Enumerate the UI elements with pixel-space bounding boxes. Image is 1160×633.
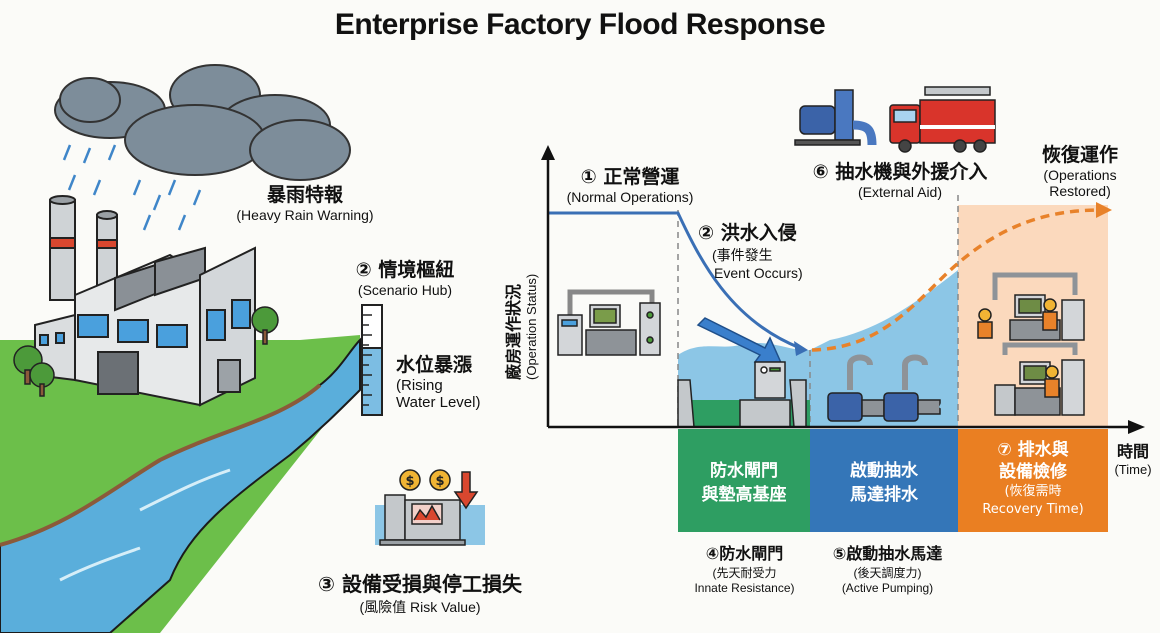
stage-5-en: (Active Pumping) <box>841 581 934 595</box>
stage-4-en: Innate Resistance) <box>694 581 795 595</box>
phase-0-line2: 與墊高基座 <box>701 485 787 505</box>
recovery-arrowhead <box>1096 202 1112 218</box>
risk-value-label: ③ 設備受損與停工損失 (風險值 Risk Value) <box>295 568 545 617</box>
recovery-maintenance-scene <box>977 272 1085 416</box>
scenario-hub-label: ② 情境樞紐 (Scenario Hub) <box>320 255 490 298</box>
stage-1-num: ① <box>580 166 597 188</box>
stage-2-zh: 洪水入侵 <box>720 222 797 244</box>
phase-2-line4: Recovery Time) <box>982 502 1084 517</box>
phase-2-line1: 排水與 <box>1017 440 1069 460</box>
phase-2-line3: (恢復需時 <box>1004 484 1062 499</box>
stage-6-zh: 抽水機與外援介入 <box>835 161 988 183</box>
y-axis-label-en: (Operation Status) <box>524 273 539 380</box>
stage-2-en: Event Occurs) <box>714 265 803 281</box>
equipment-damage-icon: $ $ <box>375 469 485 546</box>
risk-value-zh: 設備受損與停工損失 <box>341 572 522 596</box>
stage-5-num: ⑤ <box>832 544 847 563</box>
restored-en-2: Restored) <box>1049 183 1111 199</box>
stage-4-zh2: (先天耐受力 <box>712 566 777 580</box>
risk-value-num: ③ <box>318 572 335 596</box>
rising-water-zh: 水位暴漲 <box>396 354 473 376</box>
stage-6-num: ⑥ <box>812 161 829 183</box>
stage-5-zh: 啟動抽水馬達 <box>846 544 943 563</box>
factory-illustration <box>34 195 256 407</box>
stage-6-label: ⑥ 抽水機與外援介入 (External Aid) <box>770 157 1030 200</box>
phase-0-line1: 防水閘門 <box>710 461 778 481</box>
rising-water-en-1: (Rising <box>396 377 443 394</box>
stage-4-label: ④防水閘門 (先天耐受力 Innate Resistance) <box>672 540 817 595</box>
y-axis-label: 廠房運作狀況 (Operation Status) <box>500 274 539 380</box>
drainage-pumps <box>827 354 953 429</box>
stage-4-num: ④ <box>705 544 720 563</box>
phase-2-num: ⑦ <box>997 440 1012 460</box>
x-axis-label-en: (Time) <box>1114 462 1152 477</box>
phase-box-recovery: ⑦ 排水與 設備檢修 (恢復需時 Recovery Time) <box>958 429 1108 532</box>
recovery-curve <box>811 208 1101 352</box>
phase-box-flood-gate: 防水閘門 與墊高基座 <box>678 429 810 532</box>
restored-en-1: (Operations <box>1043 167 1117 183</box>
x-axis-arrowhead <box>1128 420 1145 434</box>
stage-1-label: ① 正常營運 (Normal Operations) <box>550 162 710 205</box>
flood-impact-arrow <box>696 317 784 366</box>
restored-zh: 恢復運作 <box>1041 144 1118 166</box>
stage-2-zh2: (事件發生 <box>712 247 773 263</box>
flood-gate <box>677 361 810 428</box>
risk-value-en: (風險值 Risk Value) <box>359 599 481 615</box>
svg-text:$: $ <box>435 474 444 489</box>
scenario-hub-zh: 情境樞紐 <box>378 259 455 281</box>
trees <box>13 306 279 397</box>
scenario-hub-num: ② <box>355 259 372 281</box>
stage-1-zh: 正常營運 <box>603 166 680 188</box>
operations-restored-label: 恢復運作 (Operations Restored) <box>1015 140 1145 199</box>
storm-clouds <box>54 64 351 181</box>
y-axis-label-zh: 廠房運作狀況 <box>504 283 523 380</box>
heavy-rain-zh: 暴雨特報 <box>266 184 343 206</box>
fire-truck-icon <box>889 86 996 153</box>
x-axis-label-zh: 時間 <box>1116 442 1149 461</box>
water-level-gauge <box>361 304 383 416</box>
scenario-hub-en: (Scenario Hub) <box>357 282 453 298</box>
stage-1-en: (Normal Operations) <box>566 189 694 205</box>
rising-water-en-2: Water Level) <box>396 394 481 411</box>
stage-6-en: (External Aid) <box>857 184 943 200</box>
phase-1-line1: 啟動抽水 <box>850 461 918 481</box>
external-aid-pump-icon <box>794 89 877 146</box>
operation-status-line <box>548 211 801 350</box>
stage-4-zh: 防水閘門 <box>719 544 784 563</box>
rising-water-label: 水位暴漲 (Rising Water Level) <box>396 350 480 411</box>
factory-machine-normal <box>557 289 661 356</box>
stage-2-label: ② 洪水入侵 (事件發生 Event Occurs) <box>698 218 803 281</box>
heavy-rain-label: 暴雨特報 (Heavy Rain Warning) <box>215 180 395 223</box>
stage-5-zh2: (後天調度力) <box>853 566 922 580</box>
svg-text:$: $ <box>405 474 414 489</box>
stage-2-num: ② <box>698 222 715 244</box>
stage-5-label: ⑤啟動抽水馬達 (後天調度力) (Active Pumping) <box>805 540 970 595</box>
page-title: Enterprise Factory Flood Response <box>334 8 826 41</box>
phase-2-line2: 設備檢修 <box>999 462 1067 482</box>
heavy-rain-en: (Heavy Rain Warning) <box>236 207 374 223</box>
phase-box-pumping: 啟動抽水 馬達排水 <box>810 429 958 532</box>
phase-1-line2: 馬達排水 <box>850 485 918 505</box>
y-axis-arrowhead <box>541 145 555 160</box>
x-axis-label: 時間 (Time) <box>1108 438 1158 477</box>
